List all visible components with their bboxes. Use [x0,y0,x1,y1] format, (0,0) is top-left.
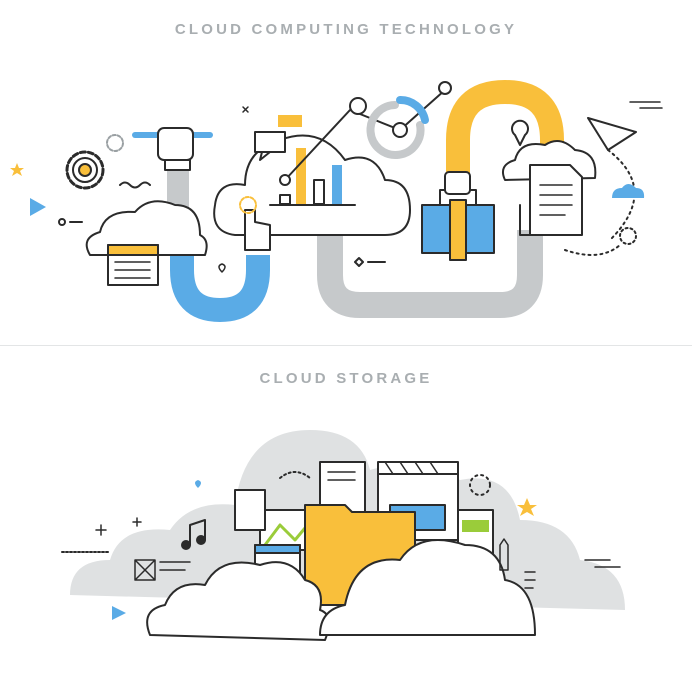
section-title-cloud-computing: CLOUD COMPUTING TECHNOLOGY [174,21,518,38]
center-cloud [213,134,411,236]
left-cloud-calendar [85,200,208,286]
section-title-cloud-storage: CLOUD STORAGE [259,370,433,387]
storage-front-clouds [146,539,536,641]
paper-plane-icon [564,117,637,256]
pointing-hand-icon [239,196,271,251]
section-divider [0,345,692,346]
decorations-bottom [61,471,621,620]
right-cloud-document [502,119,597,236]
chat-bubble-icons [254,115,302,161]
gray-pipe [167,170,543,318]
wrench-hand-icon [132,127,213,171]
decorations-top [10,101,663,273]
gear-icon [65,134,124,190]
blue-pipe [170,255,270,322]
briefcase-icon [421,171,495,261]
yellow-arch [446,80,564,175]
donut-chart-icon [366,96,429,159]
small-blue-cloud-icon [612,184,645,198]
